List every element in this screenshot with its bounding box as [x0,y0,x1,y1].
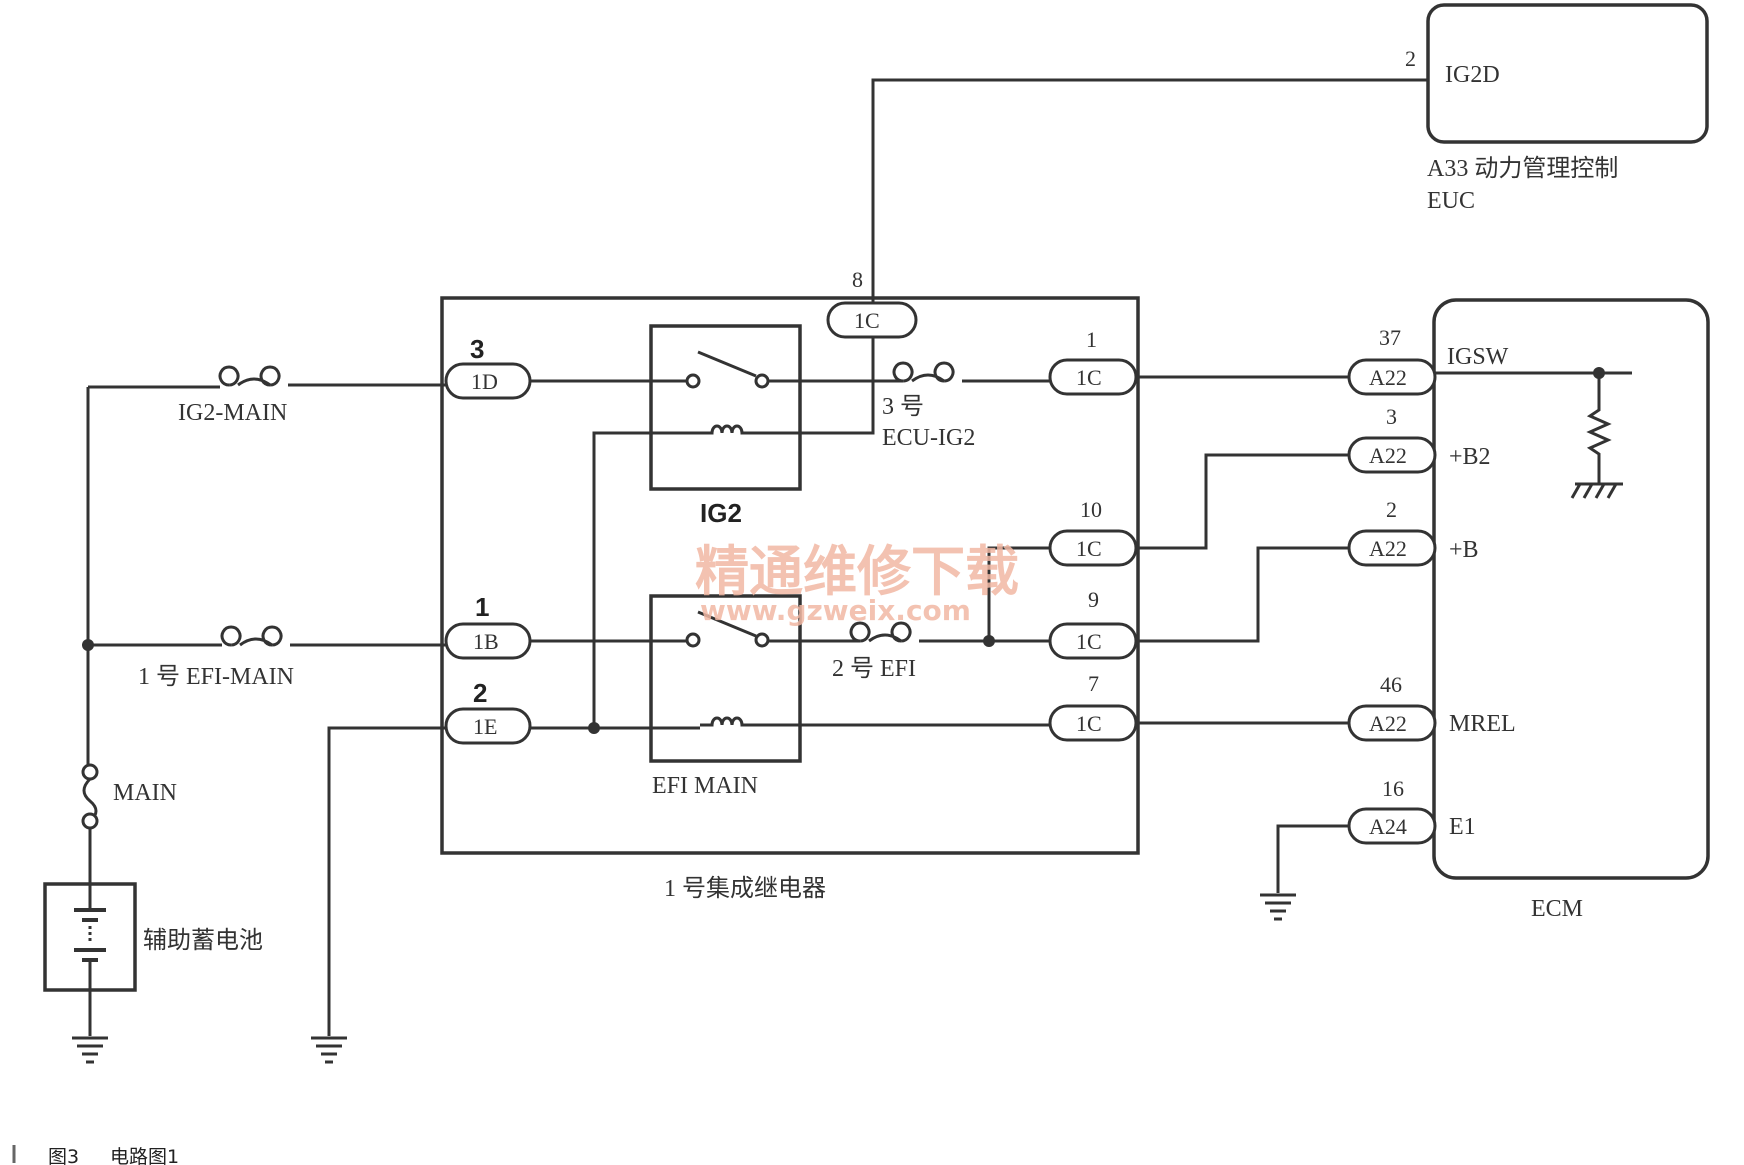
integrated-relay-block: 1 号集成继电器 IG2 EFI MAIN [440,296,1140,902]
efi-main-relay-label: EFI MAIN [652,773,758,799]
ecm-connector-igsw-label: A22 [1369,365,1407,390]
ecm-signal-e1: E1 [1449,814,1476,840]
fuse-efi2-label: 2 号 EFI [832,656,916,682]
a33-ig2d-label: IG2D [1445,62,1500,88]
wire-e1-ground [1276,824,1349,893]
efi-contact-left [685,632,701,648]
ecm-signal-b: +B [1449,537,1479,563]
fuse-ecu-ig2-label-b: ECU-IG2 [882,425,975,451]
ground-battery-icon [72,1036,108,1064]
efi-main-relay-box [649,594,802,763]
wire-1c-r10-b2 [1136,453,1349,550]
pin-r10-number: 10 [1080,497,1102,522]
connector-1c-r9-label: 1C [1076,629,1102,654]
ecm-pin-2-number: 2 [1386,497,1397,522]
ecm-label: ECM [1531,896,1583,922]
junction-1e [588,722,600,734]
ig2-relay-label: IG2 [700,498,742,528]
connector-1c-r7-label: 1C [1076,711,1102,736]
fuse-efi2-symbol [849,621,912,643]
main-fuse-top [81,763,99,781]
fuse-efi-main-label: 1 号 EFI-MAIN [138,664,294,690]
pin-2-number: 2 [473,678,487,708]
watermark: 精通维修下载 www.gzweix.com [695,539,1019,627]
connector-1e-label: 1E [473,714,497,739]
caption-title: 电路图1 [110,1146,179,1165]
ig2-contact-right [754,373,770,389]
ecm-pin-46-number: 46 [1380,672,1402,697]
a33-pin-number: 2 [1405,46,1416,71]
pin-r7-number: 7 [1088,671,1099,696]
caption-figure-number: 图3 [48,1146,79,1165]
efi-contact-right [754,632,770,648]
relay-ecm-wiring [1136,375,1349,921]
connector-1c-r1-label: 1C [1076,365,1102,390]
figure-caption: 图3 电路图1 [12,1145,179,1165]
a33-name-line2: EUC [1427,188,1475,214]
wire-1e-ground [327,726,446,1036]
ecm-signal-mrel: MREL [1449,711,1516,737]
relay-connectors: 8 1C 3 1D 1 1B 2 1E 1 1C 10 1C 9 1C 7 1C [444,267,1138,745]
efi-switch-arm [697,610,757,638]
watermark-text: 精通维修下载 [695,539,1019,603]
fuse-ecu-ig2-label-a: 3 号 [882,394,924,420]
ecm-box [1432,298,1710,880]
watermark-url: www.gzweix.com [700,594,971,627]
wire-1c-top-coil [754,337,875,435]
ground-e1-icon [1260,893,1296,921]
fuse-ig2-main-label: IG2-MAIN [178,400,287,426]
ecm-pin-3-number: 3 [1386,404,1397,429]
ecm-signal-igsw: IGSW [1447,344,1509,370]
connector-1d-label: 1D [471,369,498,394]
a33-ecu: 2 IG2D A33 动力管理控制 EUC [1405,3,1709,214]
connector-1b-label: 1B [473,629,499,654]
ig2-contact-left [685,373,701,389]
fuse-main-label: MAIN [113,780,177,806]
relay-block-label: 1 号集成继电器 [664,875,826,902]
fuse-ecu-ig2-symbol [892,361,955,383]
ecm-pin-37-number: 37 [1379,325,1401,350]
ecm-connector-e1-label: A24 [1369,814,1407,839]
ig2-switch-arm [697,350,757,378]
a33-name: A33 动力管理控制 [1427,155,1618,182]
connector-1e [444,707,532,745]
wire-junction-1c-r10 [987,546,1050,641]
a33-ecu-box [1426,3,1709,144]
ecm-connector-b2-label: A22 [1369,443,1407,468]
ecm-chassis-ground-icon [1570,482,1623,499]
ecm: ECM 37 A22 IGSW 3 A22 +B2 2 A22 +B 46 A2… [1347,298,1710,922]
ecm-signal-b2: +B2 [1449,444,1491,470]
junction-main [82,639,94,651]
main-fuse-bottom [81,812,99,830]
ecm-resistor [1586,373,1612,484]
aux-battery-label: 辅助蓄电池 [143,927,263,954]
connector-1c-r10-label: 1C [1076,536,1102,561]
wire-ig2d [871,78,1428,307]
relay-block-box [440,296,1140,855]
ig2-relay-box [649,324,802,491]
ecm-connector-mrel-label: A22 [1369,711,1407,736]
pin-3-number: 3 [470,334,484,364]
fuse-ig2-main-symbol [218,365,281,387]
internal-wiring [530,337,1050,734]
ig2-coil [700,424,754,435]
efi-coil [700,716,754,727]
fuse-efi-main-symbol [220,625,283,647]
pin-r1-number: 1 [1086,327,1097,352]
ecm-pin-16-number: 16 [1382,776,1404,801]
connector-1c-top-label: 1C [854,308,880,333]
wire-1c-r9-b [1136,546,1349,643]
junction-efi [983,635,995,647]
ground-1e-icon [311,1036,347,1064]
left-supply: IG2-MAIN 1 号 EFI-MAIN MAIN 辅助蓄电池 [43,365,446,1064]
pin-1-number: 1 [475,592,489,622]
wire-ig2-coil-ground [592,431,700,728]
ecm-connector-b-label: A22 [1369,536,1407,561]
pin-8-number: 8 [852,267,863,292]
pin-r9-number: 9 [1088,587,1099,612]
